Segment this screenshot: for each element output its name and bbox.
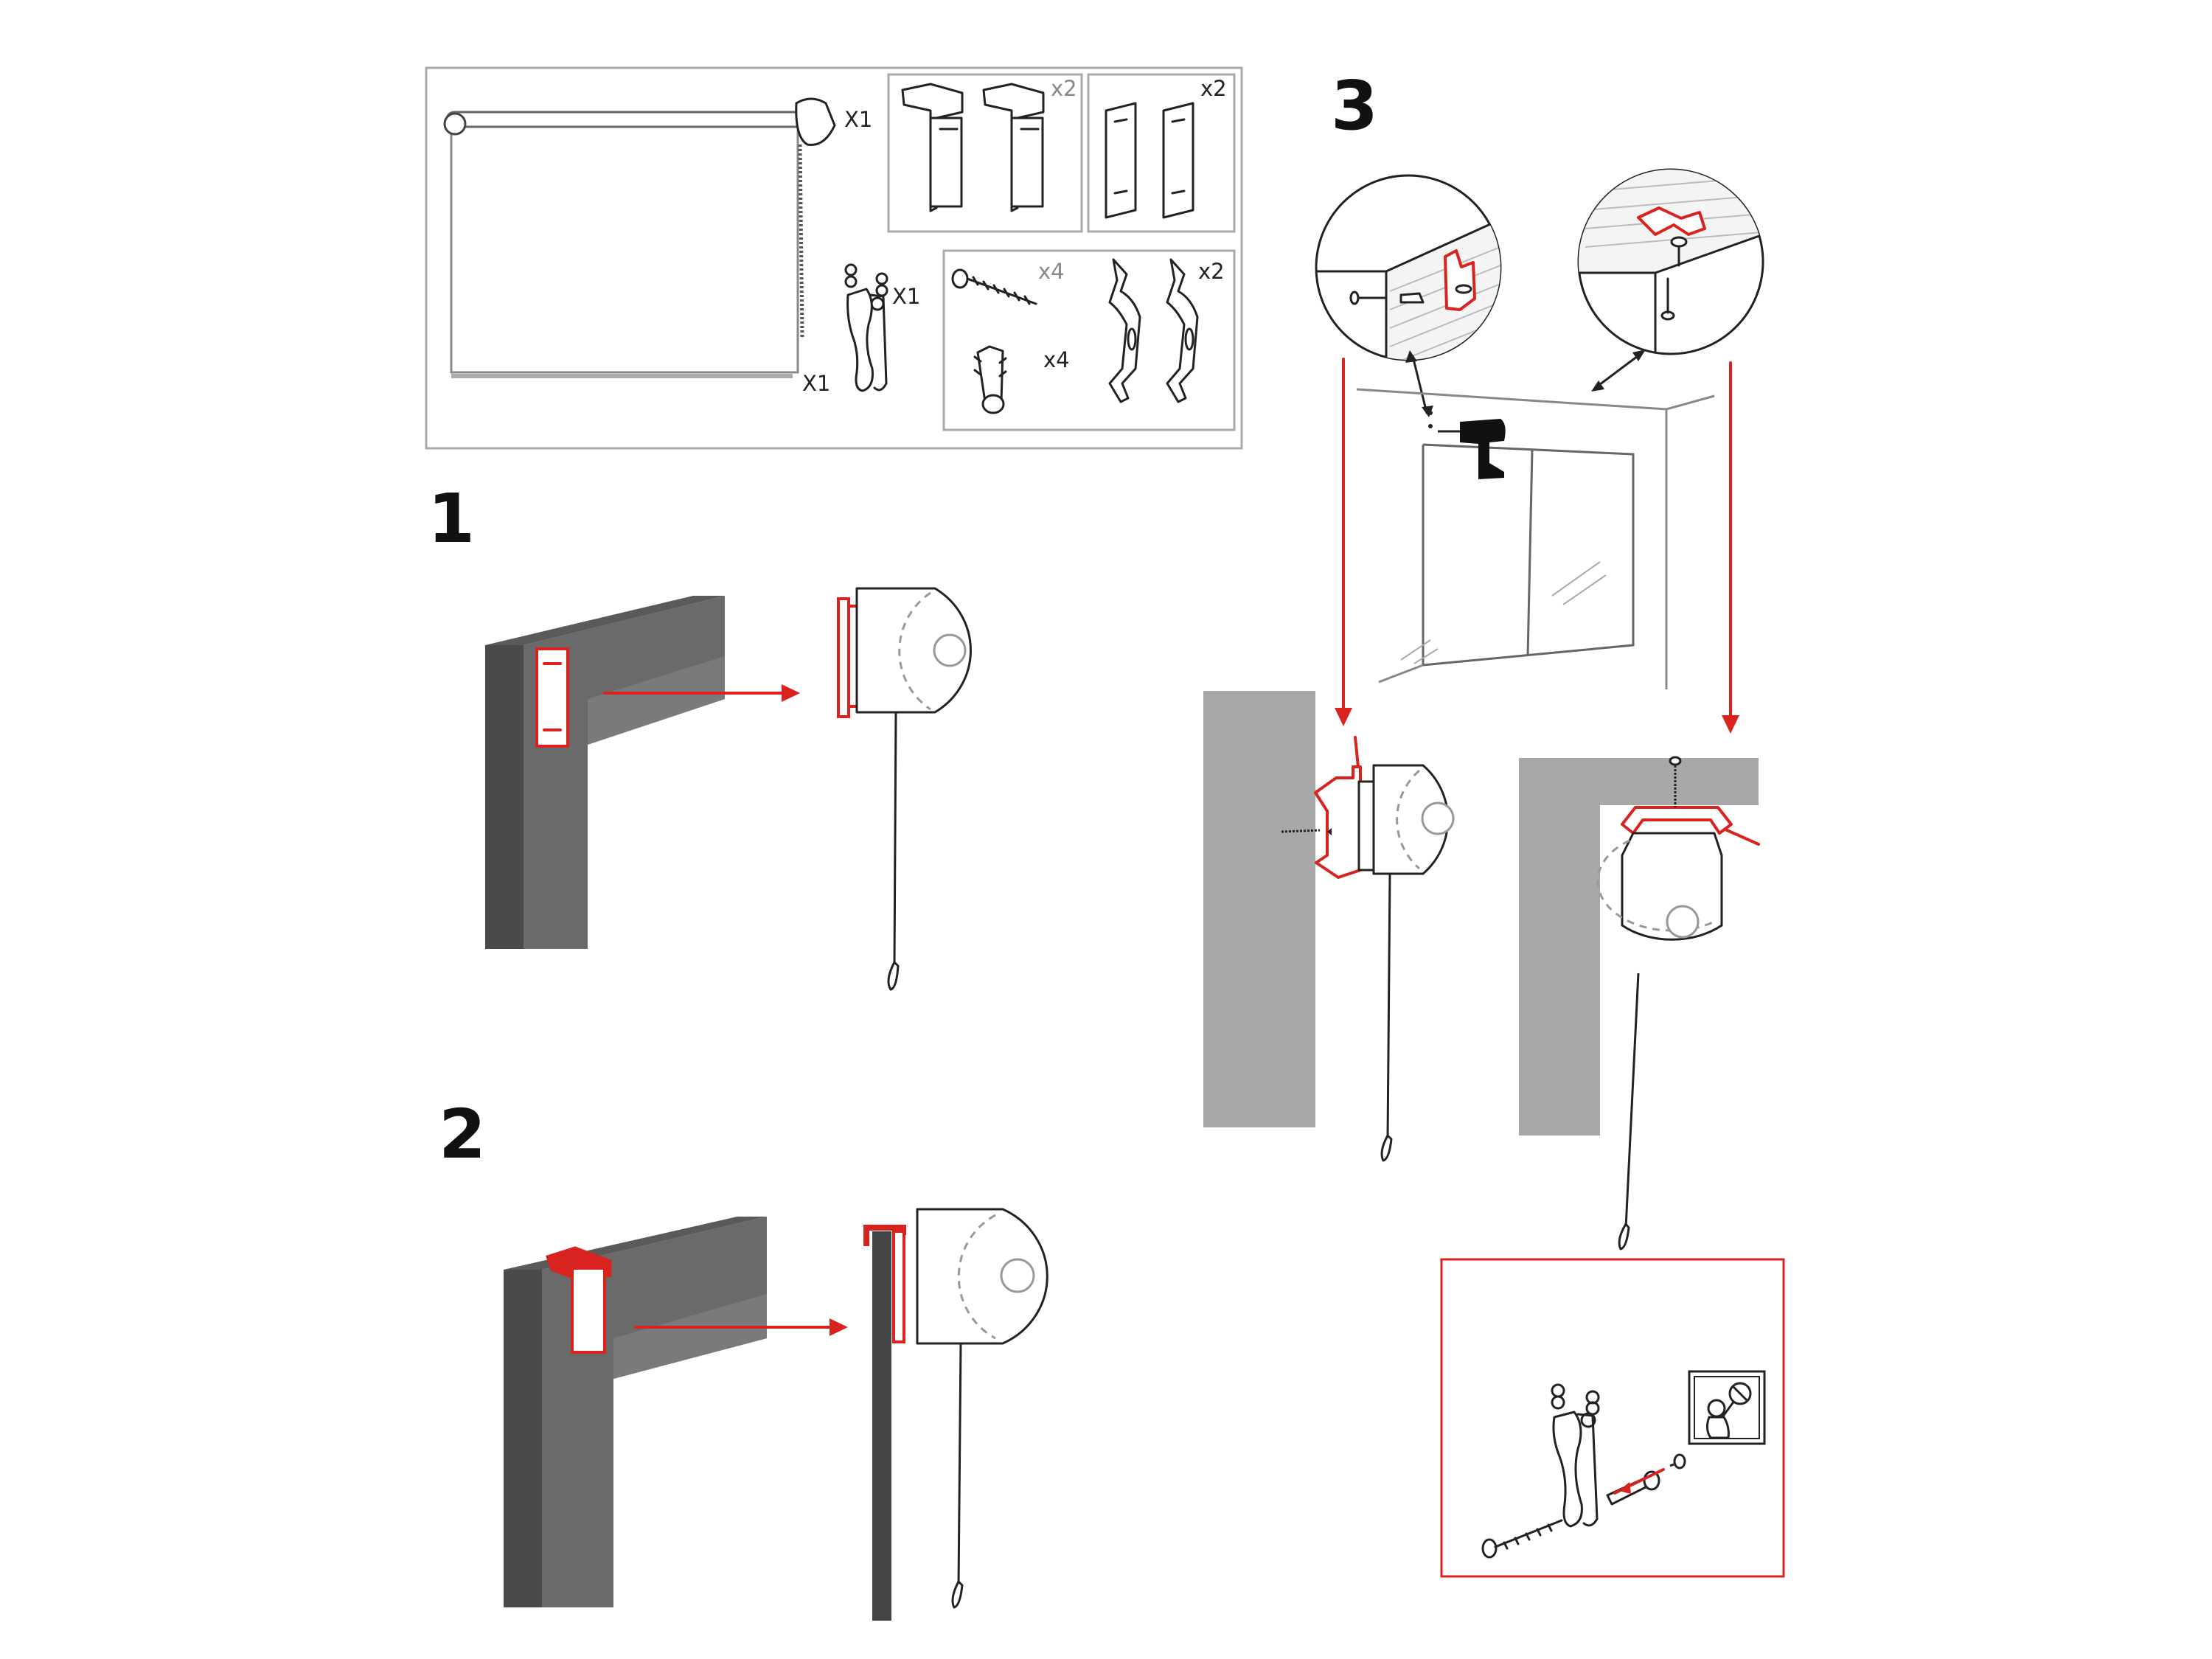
bottom-bar-qty: X1 (802, 371, 830, 396)
bracket-qty: x2 (1198, 259, 1225, 284)
stick-plate-icon (1105, 102, 1194, 219)
ceiling-mount-side-view (1519, 756, 1760, 1251)
blind-icon (443, 97, 836, 378)
step-1-number: 1 (428, 479, 475, 558)
top-clip-qty: x2 (1051, 76, 1077, 101)
chain-safety-qty: X1 (892, 284, 920, 309)
top-clip-icon (901, 83, 1045, 212)
parts-panel: X1 X1 X1 x2 (425, 66, 1243, 450)
wall-mount-detail (1315, 174, 1502, 361)
blind-qty: X1 (844, 107, 872, 132)
ceiling-mount-detail (1577, 168, 1764, 355)
plug-qty: x4 (1043, 347, 1070, 372)
step-3-number: 3 (1331, 66, 1378, 145)
screw-qty: x4 (1038, 259, 1065, 284)
step-2-number: 2 (439, 1095, 486, 1174)
wall-mount-side-view (1203, 691, 1455, 1162)
screw-icon (951, 268, 1037, 305)
child-safety-icon (1688, 1370, 1766, 1445)
window-scene (1356, 385, 1715, 689)
chain-safety-icon (844, 263, 888, 392)
bracket-icon (1108, 258, 1199, 403)
step-2-illustration (504, 1208, 1048, 1621)
drill-icon (1438, 419, 1506, 479)
step-3-illustration (1203, 168, 1785, 1578)
stick-plate-qty: x2 (1200, 76, 1227, 101)
chain-safety-detail (1440, 1258, 1785, 1578)
step-1-illustration (485, 587, 972, 991)
wall-plug-icon (973, 345, 1007, 414)
